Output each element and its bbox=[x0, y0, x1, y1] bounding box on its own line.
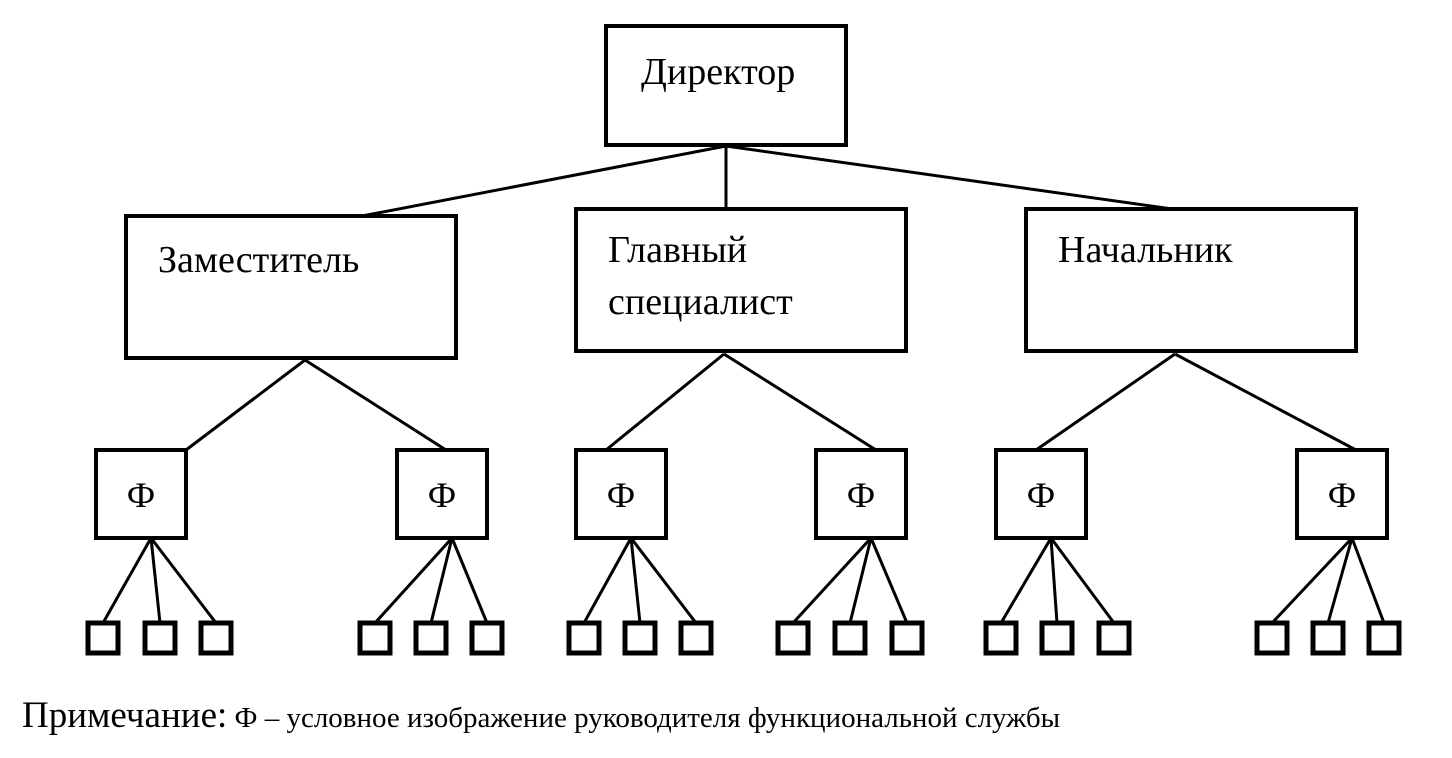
footnote-text: Ф – условное изображение руководителя фу… bbox=[227, 702, 1061, 734]
subordinate-box bbox=[832, 620, 868, 656]
subordinate-box bbox=[566, 620, 602, 656]
subordinate-box bbox=[413, 620, 449, 656]
director-manager-connector bbox=[361, 144, 727, 218]
manager-label: Главный bbox=[608, 229, 747, 271]
function-label: Ф bbox=[127, 475, 155, 515]
function-node: Ф bbox=[994, 448, 1088, 540]
function-leaf-connector bbox=[450, 537, 489, 624]
subordinate-box bbox=[983, 620, 1019, 656]
function-label: Ф bbox=[847, 475, 875, 515]
function-leaf-connector bbox=[1049, 537, 1059, 624]
function-leaf-connector bbox=[791, 536, 873, 625]
manager-node: Начальник bbox=[1024, 207, 1358, 353]
subordinate-box bbox=[142, 620, 178, 656]
function-node: Ф bbox=[1295, 448, 1389, 540]
subordinate-box bbox=[775, 620, 811, 656]
manager-box bbox=[124, 214, 458, 360]
function-leaf-connector bbox=[149, 537, 162, 624]
manager-box bbox=[574, 207, 908, 353]
manager-label: специалист bbox=[608, 281, 793, 323]
function-box bbox=[994, 448, 1088, 540]
function-leaf-connector bbox=[373, 536, 454, 625]
subordinate-box bbox=[622, 620, 658, 656]
function-leaf-connector bbox=[1270, 536, 1354, 625]
manager-function-connector bbox=[304, 358, 447, 452]
function-node: Ф bbox=[574, 448, 668, 540]
function-box bbox=[395, 448, 489, 540]
footnote-label: Примечание: bbox=[22, 695, 228, 736]
function-leaf-connector bbox=[629, 537, 698, 624]
function-leaf-connector bbox=[1049, 537, 1116, 624]
function-box bbox=[94, 448, 188, 540]
function-leaf-connector bbox=[869, 537, 909, 624]
function-label: Ф bbox=[1027, 475, 1055, 515]
function-leaf-connector bbox=[101, 537, 153, 624]
function-leaf-connector bbox=[1350, 537, 1386, 624]
function-label: Ф bbox=[428, 475, 456, 515]
function-box bbox=[574, 448, 668, 540]
function-label: Ф bbox=[607, 475, 635, 515]
function-leaf-connector bbox=[149, 537, 218, 624]
subordinate-box bbox=[678, 620, 714, 656]
subordinate-box bbox=[1366, 620, 1402, 656]
manager-function-connector bbox=[1174, 352, 1357, 452]
director-box bbox=[604, 24, 848, 147]
connector-lines bbox=[101, 144, 1386, 625]
manager-label: Заместитель bbox=[158, 239, 359, 281]
manager-node: Главный специалист bbox=[574, 207, 908, 353]
function-leaf-connector bbox=[999, 537, 1053, 624]
function-leaf-connector bbox=[1326, 537, 1354, 624]
director-label: Директор bbox=[641, 51, 795, 93]
function-leaf-connector bbox=[848, 537, 873, 624]
manager-function-connector bbox=[185, 358, 306, 452]
function-box bbox=[1295, 448, 1389, 540]
subordinate-box bbox=[198, 620, 234, 656]
function-node: Ф bbox=[395, 448, 489, 540]
function-node: Ф bbox=[814, 448, 908, 540]
subordinate-box bbox=[1096, 620, 1132, 656]
manager-node: Заместитель bbox=[124, 214, 458, 360]
director-node: Директор bbox=[604, 24, 848, 147]
subordinate-box bbox=[357, 620, 393, 656]
manager-function-connector bbox=[723, 352, 877, 452]
manager-function-connector bbox=[605, 352, 725, 452]
subordinate-box bbox=[1254, 620, 1290, 656]
subordinate-box bbox=[889, 620, 925, 656]
manager-box bbox=[1024, 207, 1358, 353]
manager-function-connector bbox=[1035, 352, 1176, 452]
function-leaf-connector bbox=[582, 537, 633, 624]
subordinate-box bbox=[1310, 620, 1346, 656]
function-node: Ф bbox=[94, 448, 188, 540]
function-leaf-connector bbox=[629, 537, 642, 624]
subordinate-box bbox=[1039, 620, 1075, 656]
director-manager-connector bbox=[725, 144, 1173, 211]
function-label: Ф bbox=[1328, 475, 1356, 515]
function-leaf-connector bbox=[429, 537, 454, 624]
footnote: Примечание: Ф – условное изображение рук… bbox=[22, 697, 1060, 734]
manager-label: Начальник bbox=[1058, 229, 1233, 271]
function-box bbox=[814, 448, 908, 540]
subordinate-box bbox=[469, 620, 505, 656]
subordinate-box bbox=[85, 620, 121, 656]
